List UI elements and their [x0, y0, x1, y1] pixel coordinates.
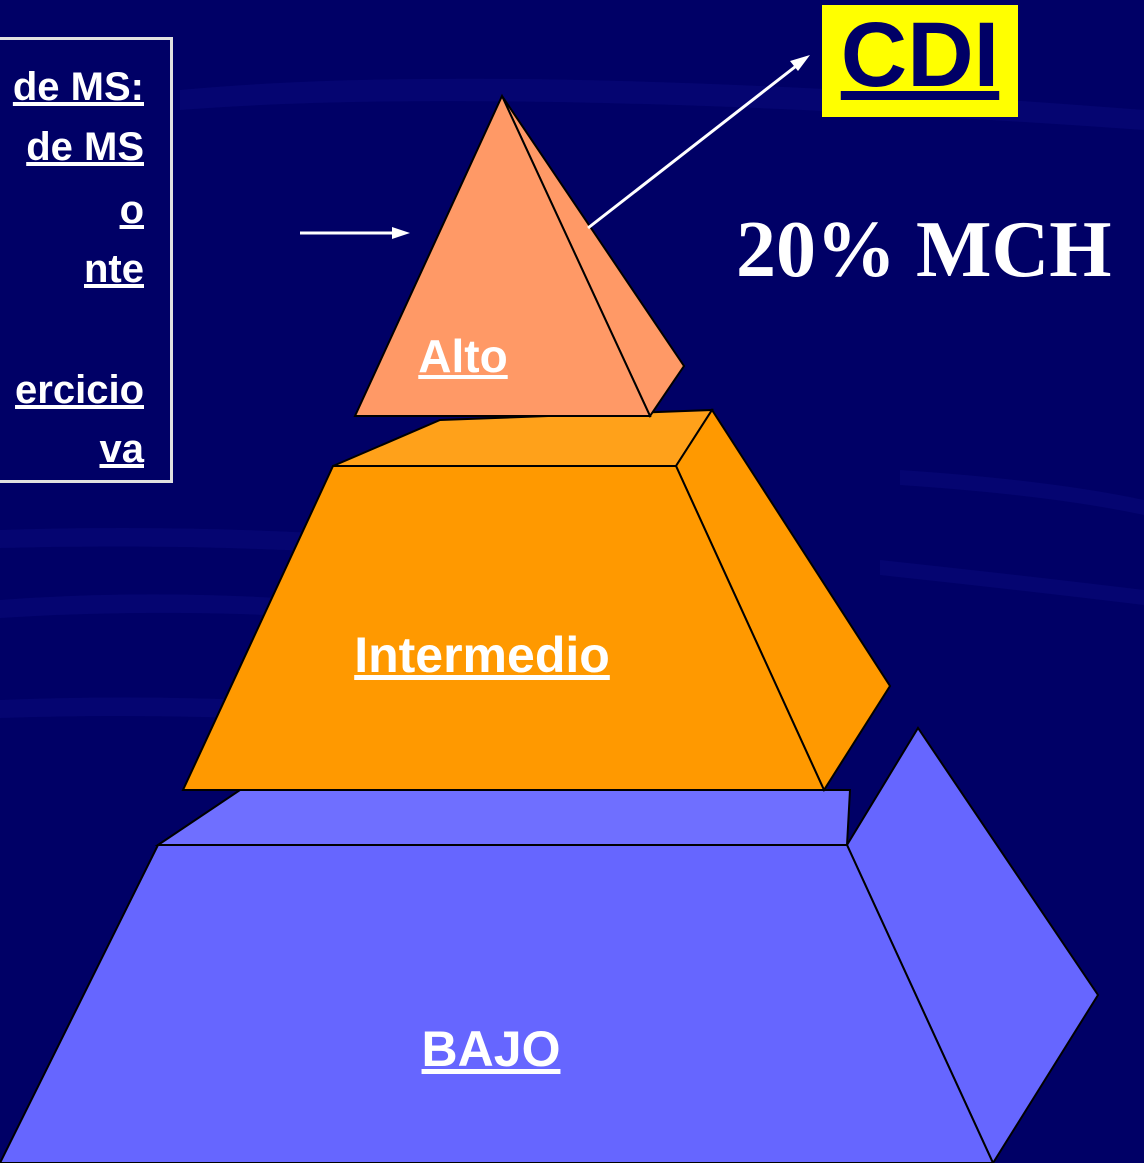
- bottom-tier-top-face: [154, 789, 852, 846]
- risk-factors-box: de MS: de MS o nte ercicio va: [0, 37, 173, 483]
- risk-line: ercicio: [15, 368, 144, 412]
- top-tier-front-face: [353, 93, 652, 417]
- risk-line: va: [99, 427, 145, 471]
- middle-tier-front-face: [181, 465, 826, 791]
- middle-tier-top-face: [332, 408, 714, 467]
- risk-line: de MS:: [12, 65, 144, 109]
- middle-tier-label: Intermedio: [354, 627, 610, 683]
- bottom-tier-label: BAJO: [421, 1021, 561, 1077]
- top-tier-label: Alto: [418, 330, 508, 382]
- bottom-tier-front-face: [0, 844, 995, 1163]
- cdi-highlight: CDI: [822, 4, 1018, 117]
- cdi-label: CDI: [840, 4, 1000, 106]
- risk-line: de MS: [26, 125, 144, 169]
- risk-line: o: [119, 188, 144, 232]
- arrow-icon: [587, 55, 810, 230]
- risk-line: nte: [84, 247, 144, 291]
- mch-percentage: 20% MCH: [736, 206, 1112, 294]
- arrow-icon: [300, 227, 410, 239]
